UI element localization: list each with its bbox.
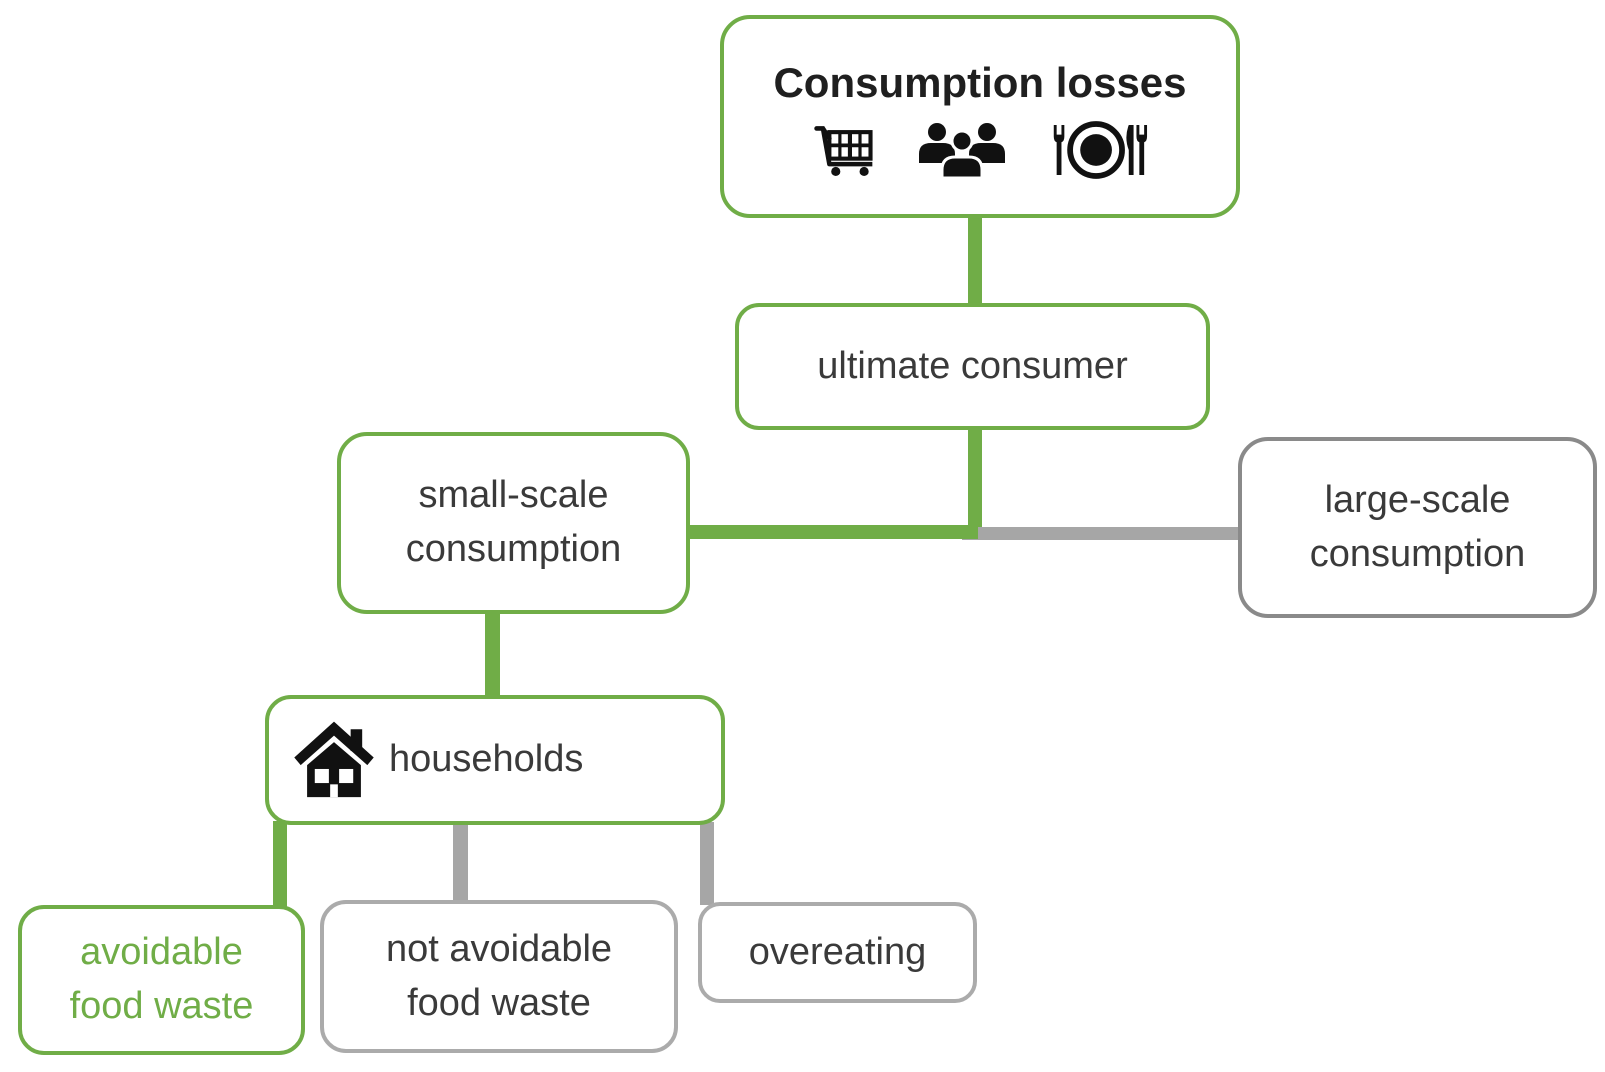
connector-small-scale-to-households — [485, 610, 500, 699]
node-label: ultimate consumer — [817, 344, 1128, 387]
connector-junction-to-large-scale — [962, 527, 1240, 540]
connector-ultimate-to-junction — [968, 426, 982, 538]
node-label: households — [389, 738, 584, 781]
node-label-line1: large-scale — [1324, 478, 1511, 521]
node-label-line2: food waste — [69, 985, 254, 1027]
connector-junction-to-small-scale — [686, 525, 978, 539]
house-icon — [293, 720, 375, 800]
node-avoidable-food-waste: avoidable food waste — [18, 905, 305, 1055]
node-label-line1: not avoidable — [385, 927, 613, 970]
node-label-line1: small-scale — [418, 474, 609, 517]
node-small-scale-consumption: small-scale consumption — [337, 432, 690, 614]
node-label-line2: consumption — [405, 528, 622, 570]
node-label-line2: consumption — [1309, 532, 1526, 575]
node-not-avoidable-food-waste: not avoidable food waste — [320, 900, 678, 1053]
node-large-scale-consumption: large-scale consumption — [1238, 437, 1597, 618]
node-ultimate-consumer: ultimate consumer — [735, 303, 1210, 430]
shopping-cart-icon — [812, 122, 876, 177]
connector-households-to-overeating — [700, 822, 714, 905]
diagram-title: Consumption losses — [773, 59, 1187, 107]
people-group-icon — [918, 119, 1006, 181]
node-households: households — [265, 695, 725, 825]
connector-losses-to-ultimate — [968, 214, 982, 307]
node-label-line2: food waste — [407, 981, 591, 1024]
connector-households-to-avoidable — [273, 821, 287, 909]
node-consumption-losses: Consumption losses — [720, 15, 1240, 218]
connector-households-to-not-avoidable — [453, 822, 468, 903]
consumption-icons-row — [812, 119, 1148, 181]
dining-place-setting-icon — [1048, 119, 1148, 181]
node-label-line1: avoidable — [80, 931, 243, 974]
node-label: overeating — [748, 930, 927, 973]
node-overeating: overeating — [698, 902, 977, 1003]
